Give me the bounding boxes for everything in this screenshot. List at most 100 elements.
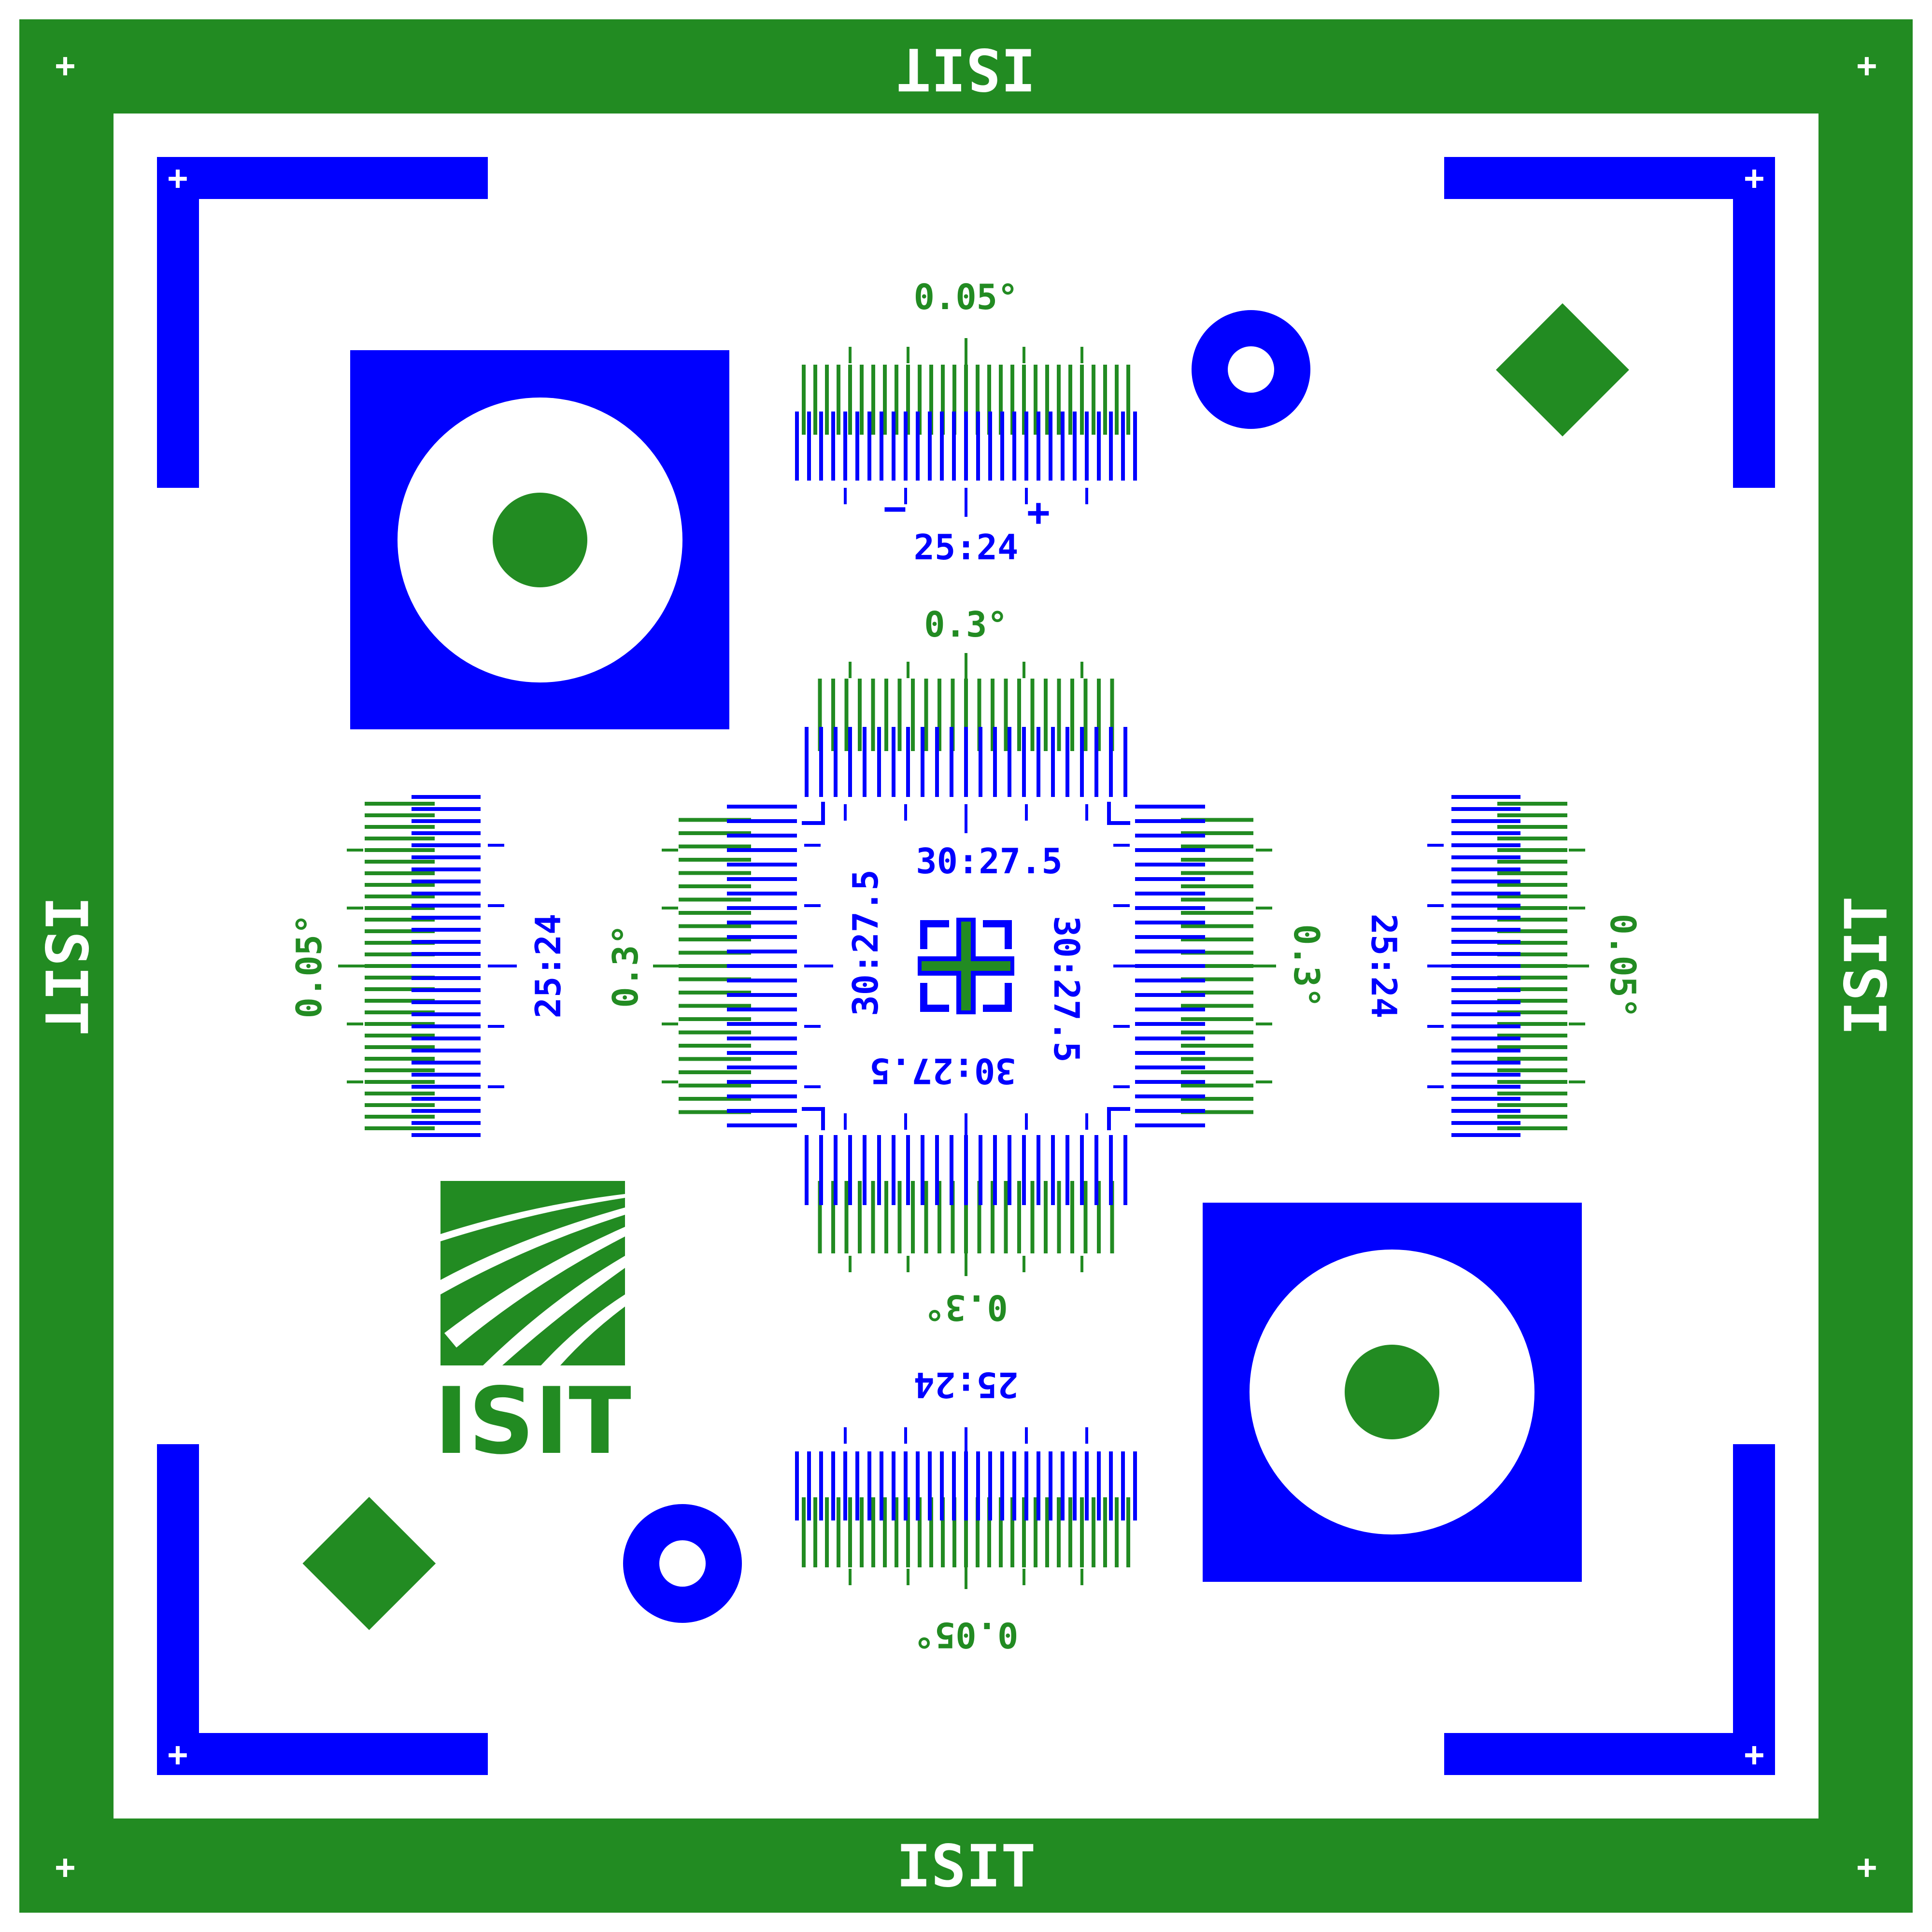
vernier-bar: [1022, 1135, 1026, 1205]
corner-plus-icon: +: [1857, 1847, 1877, 1887]
vernier-bar: [1497, 906, 1567, 910]
vernier-bar: [412, 1061, 481, 1065]
vernier-bar: [855, 1451, 859, 1520]
vernier-bar: [1030, 1181, 1035, 1253]
vernier-bar: [365, 837, 435, 840]
center-left-angle: 0.3°: [605, 924, 646, 1008]
vernier-bar: [819, 1135, 823, 1205]
vernier-bar: [679, 818, 751, 822]
vernier-bar: [1181, 991, 1253, 994]
vernier-bar: [1049, 1451, 1052, 1520]
vernier-bar: [855, 412, 859, 481]
vernier-bar: [412, 807, 481, 811]
vernier-bar: [679, 1044, 751, 1048]
vernier-bar: [727, 834, 797, 838]
vernier-bar: [1135, 819, 1205, 823]
vernier-tick: [1427, 1025, 1444, 1028]
vernier-bar: [365, 1010, 435, 1014]
vernier-bottom-ratio: 25:24: [914, 1364, 1019, 1405]
vernier-bar: [952, 412, 956, 481]
vernier-bar: [1497, 918, 1567, 922]
vernier-bar: [1497, 1103, 1567, 1107]
vernier-bar: [1181, 951, 1253, 955]
vernier-bar: [365, 825, 435, 829]
vernier-tick: [347, 849, 363, 852]
vernier-bar: [412, 855, 481, 859]
vernier-bar: [834, 727, 838, 797]
vernier-bar: [935, 1135, 939, 1205]
vernier-bar: [976, 1497, 980, 1567]
vernier-bar: [1451, 952, 1520, 956]
vernier-tick: [965, 653, 967, 682]
vernier-bar: [1451, 807, 1520, 811]
vernier-bar: [1181, 1057, 1253, 1061]
vernier-bar: [727, 1051, 797, 1055]
vernier-bar: [1092, 365, 1095, 435]
vernier-bar: [837, 365, 840, 435]
center-corner-marks: [802, 802, 1130, 1130]
vernier-bar: [1135, 979, 1205, 982]
vernier-bar: [1135, 1037, 1205, 1040]
vernier-bar: [1022, 365, 1026, 435]
vernier-bar: [1110, 679, 1114, 751]
vernier-bar: [1057, 365, 1061, 435]
frame-label-left: ISIT: [32, 896, 99, 1036]
vernier-bar: [1497, 837, 1567, 840]
center-right-angle: 0.3°: [1286, 924, 1327, 1008]
target-square-bottom-right: [1203, 1203, 1582, 1582]
vernier-bar: [1135, 950, 1205, 953]
vernier-left-angle: 0.05°: [289, 914, 329, 1019]
vernier-tick: [1025, 1427, 1028, 1444]
vernier-bar: [848, 1135, 852, 1205]
vernier-bar: [999, 365, 1003, 435]
vernier-tick: [965, 1560, 967, 1589]
vernier-bar: [727, 1109, 797, 1113]
vernier-bar: [911, 679, 915, 751]
vernier-bar: [365, 848, 435, 852]
vernier-bar: [1181, 1070, 1253, 1074]
vernier-tick: [1023, 662, 1025, 678]
vernier-bar: [412, 916, 481, 920]
vernier-bar: [1135, 1065, 1205, 1069]
vernier-bar: [679, 1110, 751, 1114]
vernier-bar: [941, 365, 945, 435]
vernier-tick: [1080, 1256, 1083, 1272]
vernier-tick: [965, 804, 967, 833]
vernier-bar: [1030, 679, 1035, 751]
vernier-bar: [1022, 1497, 1026, 1567]
vernier-bar: [1451, 892, 1520, 895]
target-dot: [493, 493, 587, 587]
vernier-bar: [365, 999, 435, 1003]
vernier-tick: [1023, 1256, 1025, 1272]
vernier-tick: [1085, 1113, 1088, 1130]
vernier-bar: [1497, 964, 1567, 968]
vernier-bar: [412, 928, 481, 932]
vernier-bar: [1135, 993, 1205, 997]
vernier-bar: [679, 871, 751, 875]
vernier-bar: [365, 1115, 435, 1119]
vernier-bar: [365, 1080, 435, 1084]
vernier-bar: [1057, 1497, 1061, 1567]
vernier-tick: [1085, 1427, 1088, 1444]
vernier-bar: [1094, 727, 1098, 797]
vernier-bar: [950, 727, 953, 797]
vernier-tick: [1569, 849, 1585, 852]
vernier-bar: [877, 1135, 881, 1205]
vernier-bar: [1497, 1022, 1567, 1026]
vernier-bar: [843, 412, 847, 481]
center-vernier-left: [653, 805, 833, 1127]
vernier-bar: [1181, 818, 1253, 822]
vernier-bar: [1004, 1181, 1008, 1253]
vernier-bar: [916, 1451, 920, 1520]
vernier-bar: [1181, 1017, 1253, 1021]
vernier-bar: [365, 871, 435, 875]
vernier-bar: [365, 860, 435, 864]
vernier-bar: [1109, 727, 1113, 797]
bracket-plus-icon: +: [168, 158, 188, 198]
vernier-bar: [727, 892, 797, 895]
vernier-bar: [679, 858, 751, 862]
vernier-bar: [1451, 831, 1520, 835]
vernier-bar: [1497, 848, 1567, 852]
vernier-tick: [965, 1113, 967, 1142]
vernier-tick: [844, 1427, 847, 1444]
